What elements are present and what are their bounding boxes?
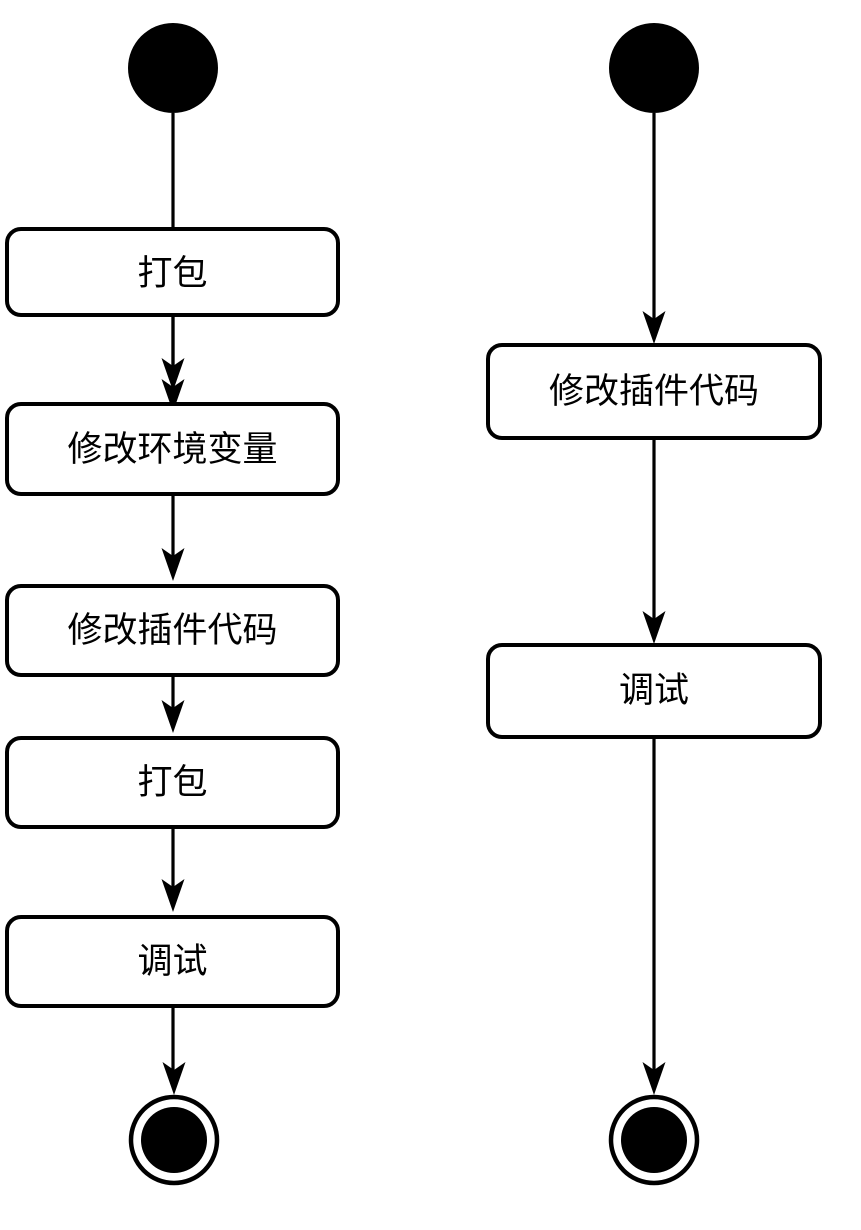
action-label: 调试: [137, 942, 207, 982]
edge-L1-L2: [161, 315, 185, 412]
action-node-modify-plugin-code-right[interactable]: 修改插件代码: [486, 343, 822, 440]
arrowhead-icon: [642, 311, 666, 344]
action-box[interactable]: [486, 643, 822, 739]
action-node-debug-left[interactable]: 调试: [5, 915, 340, 1008]
action-node-modify-env-vars[interactable]: 修改环境变量: [5, 402, 340, 496]
arrowhead-icon: [161, 700, 185, 733]
action-label: 修改插件代码: [67, 611, 277, 651]
action-label: 打包: [137, 254, 207, 294]
initial-node-right: [609, 23, 699, 113]
arrowhead-icon: [642, 611, 666, 644]
action-box[interactable]: [5, 915, 340, 1008]
action-box[interactable]: [5, 402, 340, 496]
action-box[interactable]: [5, 736, 340, 829]
right-flow-column: 修改插件代码 调试: [486, 23, 822, 1186]
action-node-debug-right[interactable]: 调试: [486, 643, 822, 739]
arrowhead-icon: [161, 548, 185, 581]
left-flow-column: 打包 修改环境变量 修改插件代码 打包 调试: [5, 23, 340, 1186]
edge-L2-L3: [161, 494, 185, 581]
action-node-package-2[interactable]: 打包: [5, 736, 340, 829]
right-flow-edges: [642, 113, 666, 1095]
action-node-package-1[interactable]: 打包: [5, 227, 340, 317]
action-box[interactable]: [5, 227, 340, 317]
edge-L4-L5: [161, 827, 185, 912]
edge-L3-L4: [161, 675, 185, 733]
left-flow-edges: [161, 113, 186, 1095]
arrowhead-icon: [161, 379, 185, 412]
action-label: 调试: [619, 671, 689, 711]
edge-L5-L6: [162, 1006, 186, 1095]
final-node-left: [128, 1094, 220, 1186]
arrowhead-icon: [161, 879, 185, 912]
final-node-core: [621, 1107, 687, 1173]
action-box[interactable]: [486, 343, 822, 440]
arrowhead-icon: [162, 1062, 186, 1095]
arrowhead-icon: [642, 1062, 666, 1095]
action-label: 打包: [137, 763, 207, 803]
edge-R0-R1: [642, 113, 666, 344]
final-node-right: [608, 1094, 700, 1186]
edge-R1-R2: [642, 438, 666, 644]
action-label: 修改环境变量: [67, 430, 277, 470]
action-label: 修改插件代码: [549, 372, 759, 412]
final-node-core: [141, 1107, 207, 1173]
action-box[interactable]: [5, 584, 340, 677]
initial-node-left: [128, 23, 218, 113]
action-node-modify-plugin-code-left[interactable]: 修改插件代码: [5, 584, 340, 677]
